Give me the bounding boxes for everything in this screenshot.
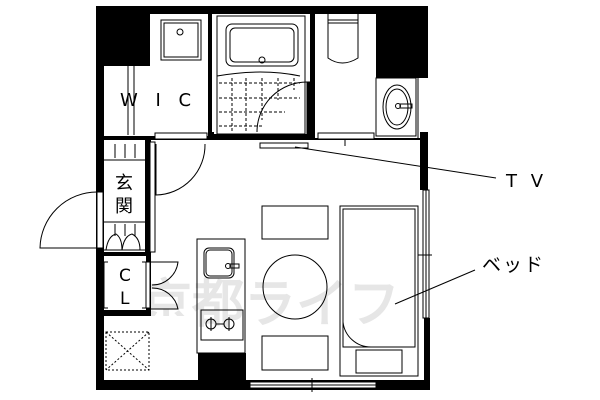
room-label-cl-2: L (120, 289, 130, 309)
bathroom (214, 14, 311, 135)
wic-room (104, 14, 208, 136)
room-label-wic: W I C (120, 90, 198, 111)
closet (100, 252, 179, 310)
right-window (418, 189, 432, 319)
entrance (39, 140, 206, 253)
callout-bed-label: ベッド (482, 254, 546, 276)
callout-tv-label: T V (506, 171, 548, 192)
room-label-genkan-1: 玄 (115, 173, 133, 194)
toilet-room (315, 14, 420, 146)
living-furniture (261, 205, 419, 377)
callout-lines (294, 146, 497, 305)
laundry-space (104, 316, 198, 380)
wall-openings (154, 132, 375, 149)
kitchen (196, 238, 246, 354)
bottom-window (249, 378, 377, 392)
room-label-genkan-2: 関 (115, 196, 133, 217)
room-label-cl-1: C (119, 266, 131, 286)
